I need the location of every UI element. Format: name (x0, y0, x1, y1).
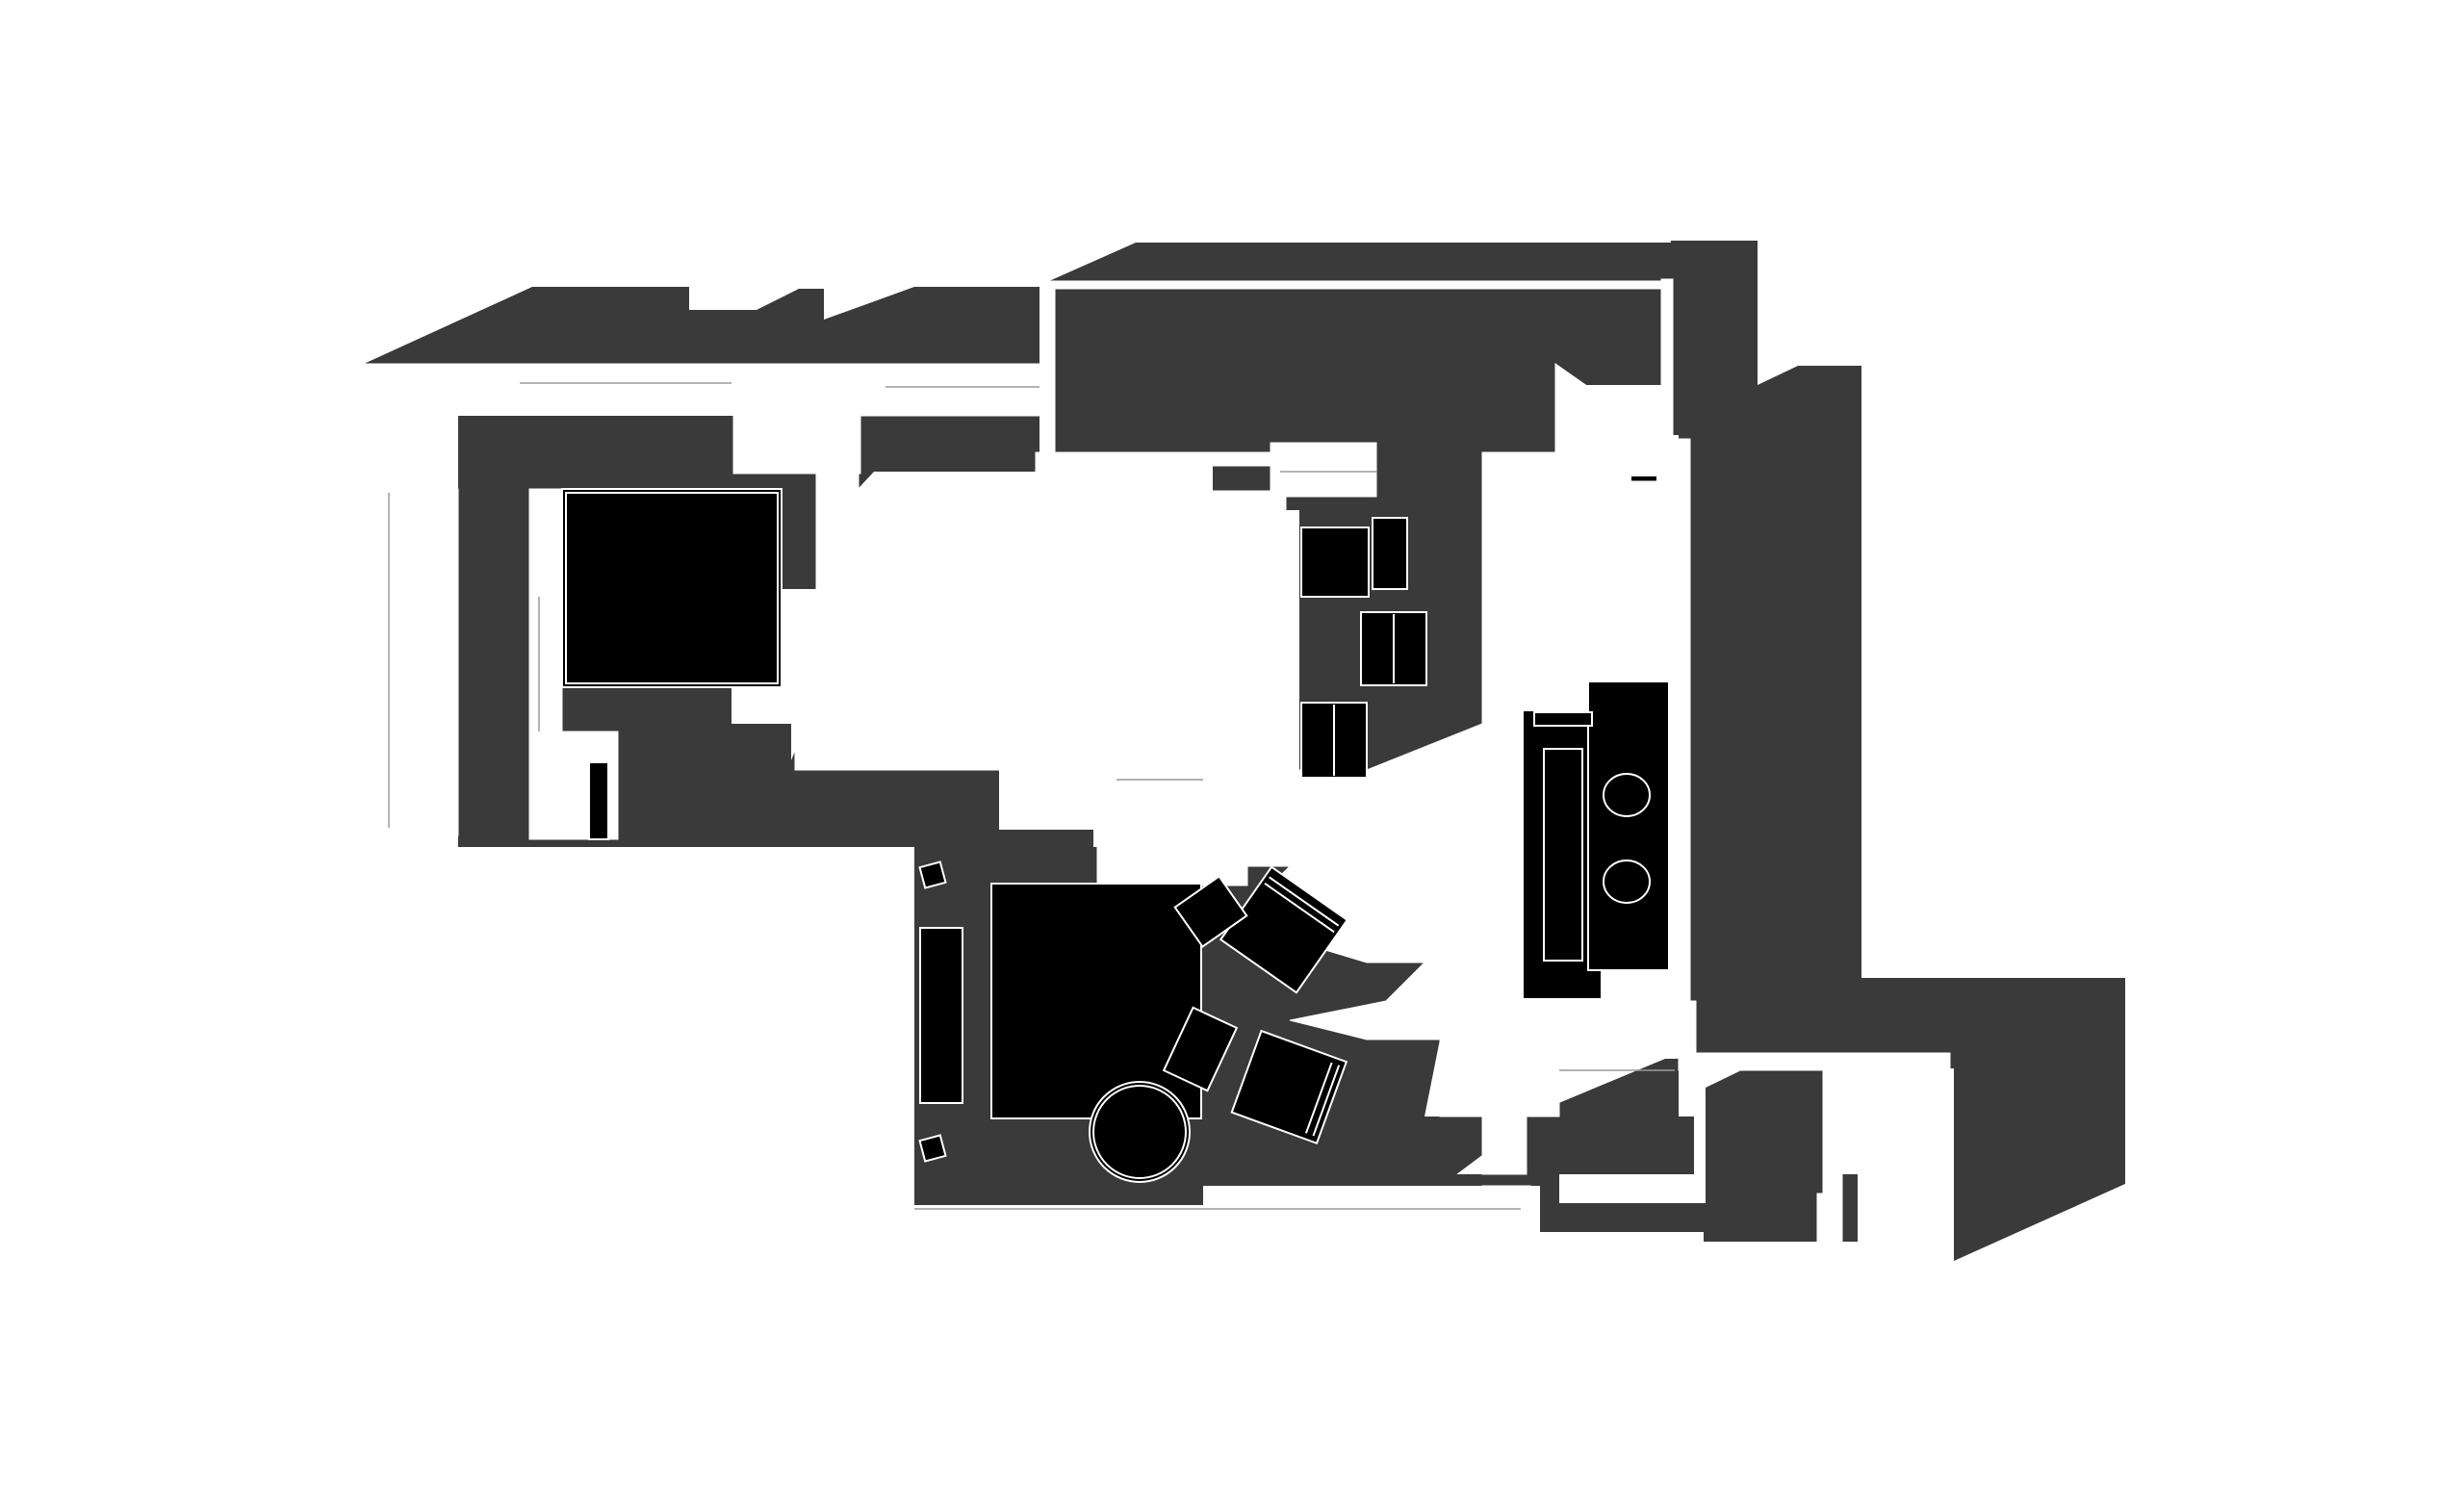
shadow-east-strip (1527, 1059, 1694, 1174)
square-rug (990, 883, 1202, 1119)
wall-north-corridor-east (1660, 278, 1674, 436)
side-stool-north (918, 860, 947, 889)
round-coffee-table-rim (1092, 1085, 1187, 1179)
double-bed (561, 488, 783, 688)
detail-lines (388, 382, 1675, 1210)
armchair-north (1219, 865, 1349, 994)
bathroom-wall-line (1616, 480, 1662, 590)
kitchen-worktop-b (1372, 517, 1408, 590)
dining-chair-2 (1603, 860, 1651, 904)
bedroom-side-cabinet (588, 761, 609, 840)
kitchen-worktop-a (1300, 526, 1370, 598)
wall-east-lower-sill (1678, 1052, 1949, 1071)
furniture-layer (561, 442, 1670, 1183)
wall-bathroom-east (1035, 451, 1052, 800)
shadow-corridor-south (616, 733, 1858, 1242)
shadow-east-block (1671, 241, 2125, 1261)
shadow-north-notch (1140, 287, 1190, 310)
wall-kitchen-inner-line (1050, 480, 1064, 788)
double-bed-outline (565, 492, 779, 684)
kitchen-counter-top (1279, 442, 1377, 498)
wall-kitchen-south (1050, 773, 1291, 790)
ottoman-south (1162, 1006, 1239, 1092)
wall-corridor-lower (794, 723, 1000, 771)
ottoman-north (1173, 875, 1248, 948)
wall-south-threshold-b (1481, 1185, 1531, 1225)
wall-southeast-door (1816, 1193, 1834, 1252)
side-stool-south (918, 1134, 947, 1163)
tv-console (919, 927, 963, 1104)
round-coffee-table (1089, 1081, 1191, 1183)
wall-bedroom-left-column (384, 488, 459, 836)
radiator-east (1533, 711, 1593, 727)
wall-bedroom-vertical (528, 488, 563, 840)
shadow-bedroom-north (364, 287, 1040, 364)
dining-chairs (1587, 680, 1670, 971)
dining-table-inlay (1543, 748, 1583, 962)
wall-east-lower-vertical (1932, 1052, 1951, 1266)
shadow-southeast-box (1706, 1059, 1842, 1242)
wall-east-outer (1678, 438, 1691, 1056)
shadow-north-block (1049, 243, 1758, 510)
wall-kitchen-bottom (1208, 702, 1287, 781)
wall-north-stub-2 (1142, 451, 1283, 467)
wall-corridor-north (732, 363, 1052, 417)
dining-chair-1 (1603, 773, 1651, 817)
armchair-south (1230, 1029, 1348, 1145)
wall-bedroom-right (815, 415, 860, 682)
wall-north-stub (1050, 451, 1144, 482)
